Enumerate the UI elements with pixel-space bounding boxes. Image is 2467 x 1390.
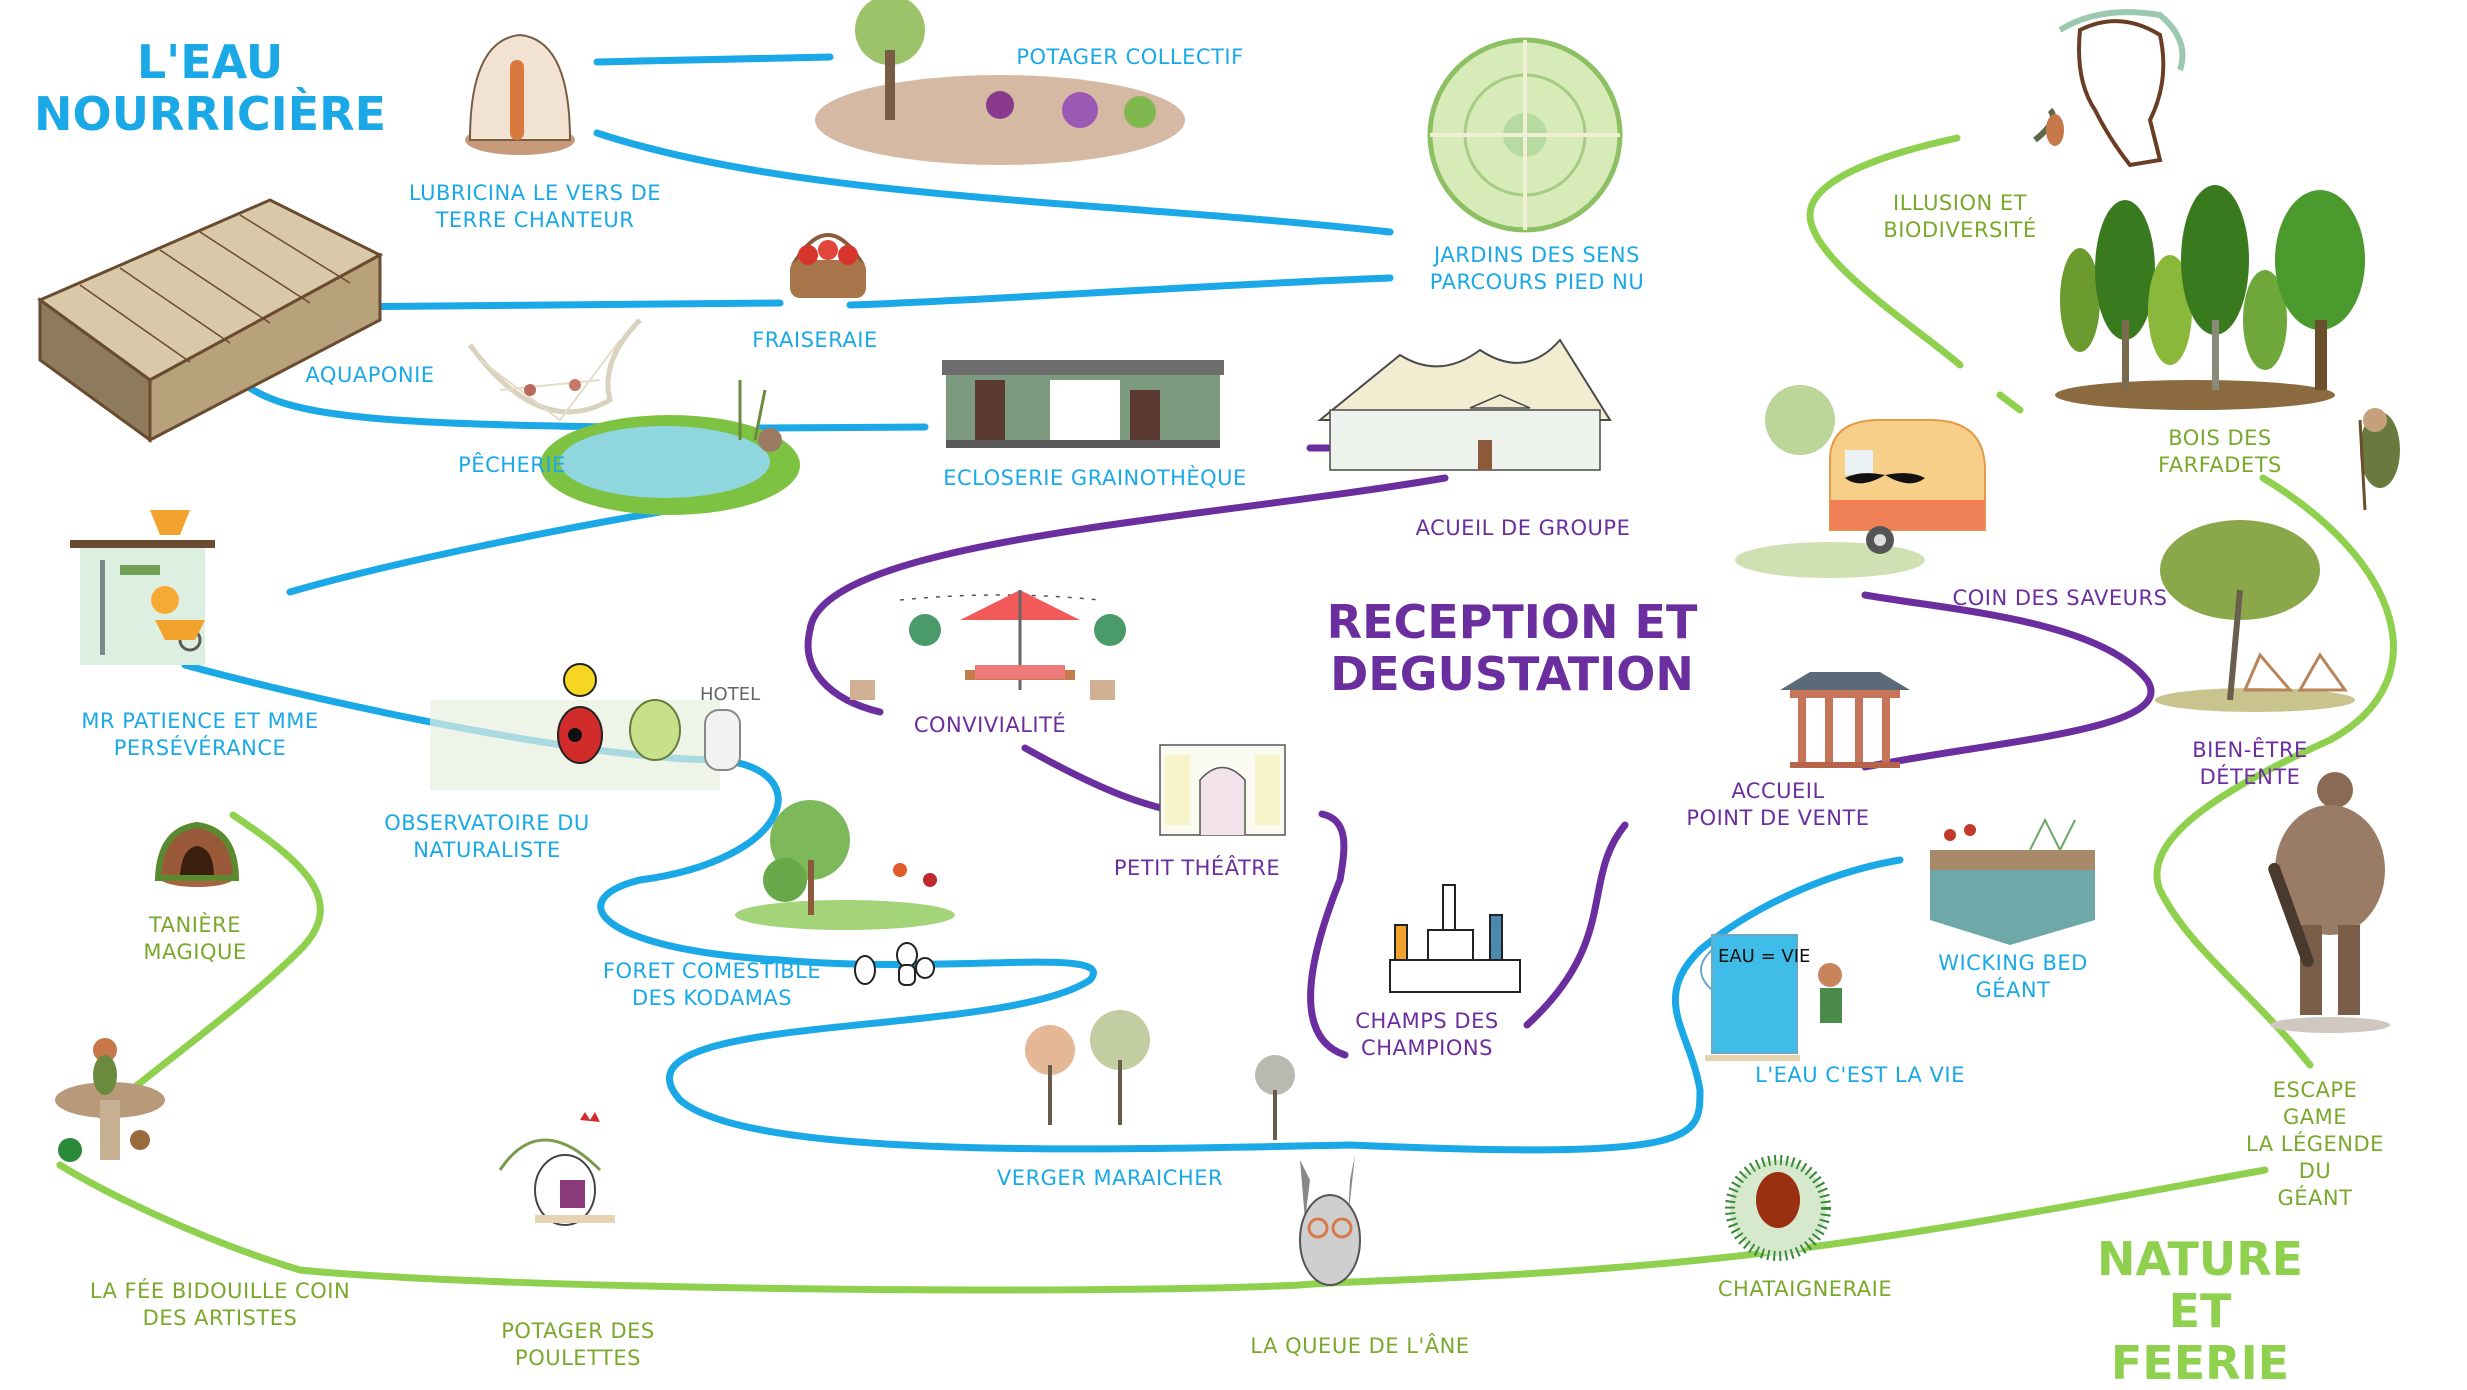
- eau-vie-sign: EAU = VIE: [1718, 946, 1810, 967]
- stop-accueil-vente[interactable]: ACCUEIL POINT DE VENTE: [1686, 779, 1870, 830]
- wicking-bed-icon: [1930, 817, 2095, 945]
- orchard-icon: [1025, 1010, 1295, 1140]
- path-reception: [1307, 810, 1349, 1059]
- svg-text:HOTEL: HOTEL: [700, 684, 760, 705]
- stop-bien-etre[interactable]: BIEN-ÊTRE DÉTENTE: [2192, 738, 2308, 789]
- stop-escape-game[interactable]: ESCAPE GAME LA LÉGENDE DU GÉANT: [2246, 1078, 2384, 1210]
- path-water: [181, 661, 1904, 1154]
- podium-icon: [1389, 884, 1521, 993]
- greenhouse-icon: [36, 198, 384, 443]
- goblin-icon: [2358, 408, 2400, 511]
- path-water: [846, 274, 1394, 309]
- stop-lubricina[interactable]: LUBRICINA LE VERS DE TERRE CHANTEUR: [408, 181, 662, 232]
- edible-forest-icon: [735, 800, 955, 930]
- stop-illusion[interactable]: ILLUSION ET BIODIVERSITÉ: [1883, 191, 2037, 242]
- kodama-icon: [854, 942, 935, 986]
- stop-potager-collectif[interactable]: POTAGER COLLECTIF: [1016, 45, 1244, 69]
- burrow-icon: [154, 821, 240, 887]
- path-reception: [1523, 821, 1629, 1029]
- stop-taniere[interactable]: TANIÈRE MAGIQUE: [143, 913, 247, 964]
- stop-eau-vie[interactable]: L'EAU C'EST LA VIE: [1755, 1063, 1965, 1087]
- stop-acueil-groupe[interactable]: ACUEIL DE GROUPE: [1415, 516, 1631, 540]
- stop-fee-bidouille[interactable]: LA FÉE BIDOUILLE COIN DES ARTISTES: [89, 1279, 351, 1330]
- stop-petit-theatre[interactable]: PETIT THÉÂTRE: [1113, 856, 1281, 880]
- stop-observatoire[interactable]: OBSERVATOIRE DU NATURALISTE: [384, 811, 590, 862]
- deckchair-tree-icon: [2155, 520, 2355, 712]
- path-nature: [56, 811, 324, 1169]
- pond-icon: [540, 380, 800, 515]
- path-nature: [1806, 134, 1964, 369]
- stop-mr-patience[interactable]: MR PATIENCE ET MME PERSÉVÉRANCE: [81, 709, 319, 760]
- stop-potager-poulettes[interactable]: POTAGER DES POULETTES: [501, 1319, 655, 1370]
- theatre-icon: [1159, 744, 1286, 836]
- stop-verger[interactable]: VERGER MARAICHER: [996, 1166, 1224, 1190]
- path-water: [593, 53, 834, 66]
- donkey-icon: [1299, 1155, 1361, 1286]
- forest-icon: [2055, 185, 2365, 410]
- insect-hotel-icon: HOTEL: [430, 663, 760, 790]
- path-water: [593, 129, 1394, 236]
- water-jug-icon: EAU = VIE: [1700, 934, 1842, 1061]
- path-nature: [1996, 391, 2024, 414]
- fairy-icon: [55, 1038, 165, 1162]
- vegetable-garden-icon: [815, 0, 1185, 165]
- path-nature: [56, 1161, 2269, 1294]
- stop-ecloserie[interactable]: ECLOSERIE GRAINOTHÈQUE: [943, 466, 1247, 490]
- path-nature: [2153, 474, 2397, 1069]
- stop-queue-ane[interactable]: LA QUEUE DE L'ÂNE: [1250, 1334, 1470, 1358]
- terrace-icon: [850, 590, 1126, 700]
- stop-convivialite[interactable]: CONVIVIALITÉ: [913, 713, 1067, 737]
- stop-fraiseraie[interactable]: FRAISERAIE: [752, 328, 878, 352]
- stop-pecherie[interactable]: PÊCHERIE: [458, 453, 566, 477]
- stop-wicking-bed[interactable]: WICKING BED GÉANT: [1938, 951, 2088, 1002]
- stop-champs-champions[interactable]: CHAMPS DES CHAMPIONS: [1355, 1009, 1499, 1060]
- hen-icon: [498, 1112, 615, 1226]
- gazebo-icon: [1780, 672, 1910, 768]
- stop-foret-comestible[interactable]: FORET COMESTIBLE DES KODAMAS: [602, 959, 822, 1010]
- seed-library-icon: [942, 360, 1224, 448]
- earthworm-icon: [465, 33, 575, 155]
- zone-title-reception: RECEPTION ET DEGUSTATION: [1326, 595, 1698, 701]
- caravan-icon: [1735, 385, 1986, 578]
- stop-bois-farfadets[interactable]: BOIS DES FARFADETS: [2158, 426, 2282, 477]
- fishing-net-icon: [467, 318, 642, 422]
- zone-title-nature: NATURE ET FEERIE: [2096, 1232, 2304, 1390]
- marquee-tent-icon: [1317, 338, 1612, 471]
- tree-face-icon: [2033, 9, 2186, 168]
- stop-jardins-sens[interactable]: JARDINS DES SENS PARCOURS PIED NU: [1429, 243, 1645, 294]
- giant-icon: [2268, 772, 2390, 1033]
- path-reception: [804, 474, 1449, 716]
- circular-garden-icon: [1427, 37, 1623, 233]
- strawberry-basket-icon: [790, 233, 866, 298]
- garden-tools-icon: [70, 510, 215, 665]
- path-reception: [1861, 591, 2155, 771]
- zone-title-water: L'EAU NOURRICIÈRE: [33, 35, 387, 141]
- stop-chataigneraie[interactable]: CHATAIGNERAIE: [1717, 1277, 1893, 1301]
- chestnut-icon: [1725, 1155, 1831, 1261]
- stop-coin-saveurs[interactable]: COIN DES SAVEURS: [1952, 586, 2168, 610]
- stop-aquaponie[interactable]: AQUAPONIE: [305, 363, 435, 387]
